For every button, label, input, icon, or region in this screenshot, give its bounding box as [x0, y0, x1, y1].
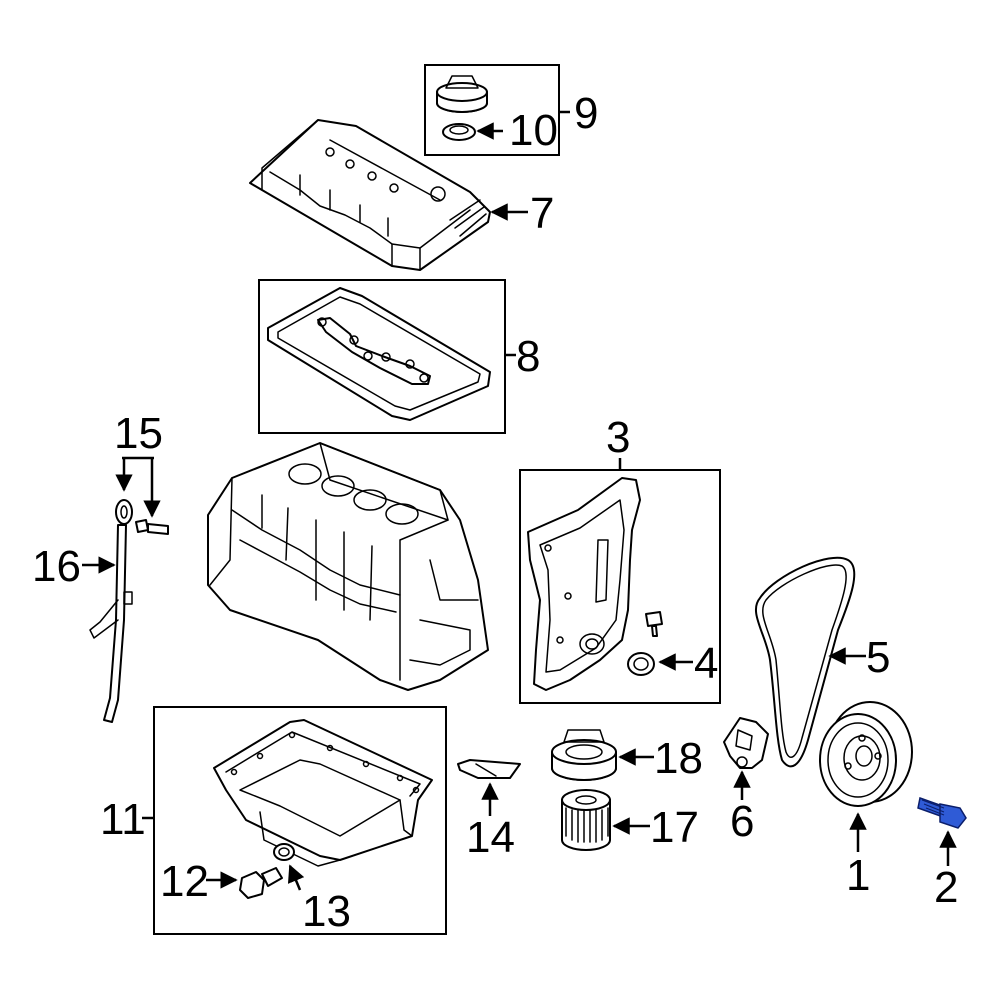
- oil-drain-plug[interactable]: [239, 867, 283, 899]
- callout-4: 4: [694, 639, 718, 688]
- callout-2: 2: [934, 863, 958, 912]
- callout-8: 8: [516, 332, 540, 381]
- timing-belt[interactable]: [754, 556, 856, 768]
- group-box-9: [424, 64, 560, 156]
- dipstick-tube-bolt[interactable]: [135, 519, 169, 535]
- oil-pan[interactable]: [213, 719, 433, 867]
- front-crankshaft-seal[interactable]: [627, 652, 655, 676]
- callout-7: 7: [530, 189, 554, 238]
- group-box-8: [258, 279, 506, 434]
- callout-3: 3: [606, 413, 630, 462]
- callout-14: 14: [466, 813, 515, 862]
- callout-6: 6: [730, 797, 754, 846]
- crankshaft-pulley[interactable]: [819, 701, 913, 807]
- callout-17: 17: [650, 803, 699, 852]
- callout-1: 1: [846, 851, 870, 900]
- callout-13: 13: [302, 887, 351, 936]
- callout-12: 12: [160, 857, 209, 906]
- callout-10: 10: [509, 106, 558, 155]
- crankshaft-pulley-bolt[interactable]: [917, 797, 967, 829]
- timing-cover-bolt[interactable]: [645, 611, 663, 637]
- oil-filter[interactable]: [561, 789, 611, 851]
- group-box-11: [153, 706, 447, 935]
- callout-11: 11: [100, 795, 146, 844]
- engine-block: [207, 442, 489, 691]
- belt-tensioner[interactable]: [723, 717, 769, 769]
- valve-cover-gasket[interactable]: [267, 287, 491, 421]
- drain-plug-gasket[interactable]: [273, 843, 295, 861]
- callout-5: 5: [866, 633, 890, 682]
- callout-15: 15: [114, 409, 163, 458]
- callout-16: 16: [32, 542, 81, 591]
- oil-cooler[interactable]: [551, 729, 617, 781]
- oil-dipstick-tube[interactable]: [89, 524, 133, 723]
- oil-pan-baffle[interactable]: [457, 759, 521, 779]
- oil-dipstick[interactable]: [115, 499, 133, 525]
- leader-13: [287, 864, 305, 891]
- callout-9: 9: [574, 89, 598, 138]
- oil-filler-cap[interactable]: [436, 75, 488, 113]
- oil-filler-cap-group: [424, 64, 570, 156]
- callout-18: 18: [654, 734, 703, 783]
- valve-cover[interactable]: [249, 119, 491, 271]
- timing-cover[interactable]: [527, 477, 641, 691]
- oil-filler-cap-gasket[interactable]: [442, 123, 476, 141]
